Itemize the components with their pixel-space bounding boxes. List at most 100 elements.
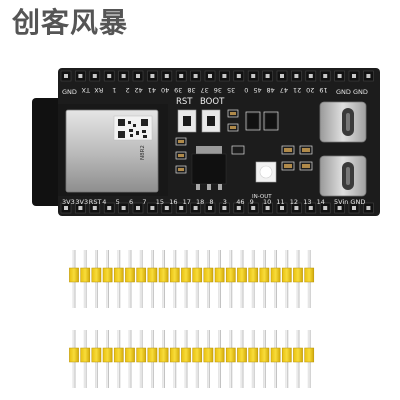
header-plastic: [102, 347, 113, 363]
top-pin-label: 37: [201, 86, 209, 94]
header-pin-tip: [193, 206, 198, 210]
label-5vin-gnd: 5Vin GND: [334, 198, 365, 206]
header-pin-tip: [337, 74, 342, 78]
header-plastic: [136, 267, 147, 283]
chip-a: [248, 114, 258, 128]
top-pin-label: 2: [125, 86, 129, 94]
header-pin-tip: [136, 74, 140, 78]
bottom-pin-label: 15: [156, 198, 164, 206]
label-gnd-top-right: GND GND: [336, 88, 368, 96]
top-pin-label: 45: [253, 86, 261, 94]
top-pin-label: 47: [280, 86, 288, 94]
header-pin-tip: [352, 206, 356, 210]
header-plastic: [91, 347, 102, 363]
top-pin-label: 0: [244, 86, 248, 94]
bottom-pin-label: 12: [290, 198, 298, 206]
rst-label: RST: [176, 97, 193, 107]
header-plastic: [192, 347, 203, 363]
header-plastic: [113, 347, 124, 363]
header-plastic: [270, 267, 281, 283]
header-pin-tip: [121, 206, 126, 210]
esp32-s3-module: N8R2: [58, 104, 168, 196]
header-pin-tip: [208, 206, 212, 210]
header-pin-tip: [121, 74, 126, 78]
header-pin-tip: [78, 206, 83, 210]
header-pin-tip: [294, 206, 299, 210]
header-plastic: [169, 267, 180, 283]
header-pin-tip: [92, 74, 97, 78]
header-plastic: [69, 267, 79, 283]
header-plastic: [158, 267, 169, 283]
header-pin-tip: [150, 74, 155, 78]
header-plastic: [158, 347, 169, 363]
top-pin-label: 48: [267, 86, 275, 94]
header-plastic: [69, 347, 79, 363]
header-pin-tip: [236, 74, 241, 78]
usb-c-port-2: [319, 155, 367, 197]
rst-button: [177, 109, 197, 133]
header-plastic: [214, 267, 225, 283]
bottom-pin-header: [60, 202, 374, 214]
header-plastic: [225, 347, 236, 363]
bottom-pin-label: 16: [169, 198, 177, 206]
header-pin-tip: [179, 74, 184, 78]
header-pin-tip: [308, 74, 313, 78]
bottom-pin-label: 4: [102, 198, 106, 206]
top-pin-label: 20: [306, 86, 314, 94]
header-pin-tip: [164, 206, 169, 210]
header-plastic: [91, 267, 102, 283]
header-plastic: [181, 267, 191, 283]
pin-header-strip-2: [69, 330, 315, 388]
top-pin-label: RX: [94, 86, 104, 94]
header-plastic: [80, 267, 91, 283]
header-plastic: [259, 347, 270, 363]
module-model-text: N8R2: [140, 145, 146, 160]
in-out-label: IN-OUT: [252, 194, 272, 200]
top-pin-label: 1: [112, 86, 116, 94]
voltage-regulator: [191, 146, 227, 190]
header-pin-tip: [107, 74, 112, 78]
header-plastic: [192, 267, 203, 283]
top-pin-label: 38: [187, 86, 195, 94]
top-pin-header: [60, 70, 374, 82]
header-pin-tip: [337, 206, 342, 210]
header-plastic: [237, 267, 247, 283]
header-plastic: [304, 347, 315, 363]
header-plastic: [147, 267, 158, 283]
header-plastic: [136, 347, 147, 363]
header-pin-tip: [265, 74, 270, 78]
bottom-pin-label: 7: [142, 198, 146, 206]
header-pin-tip: [164, 74, 169, 78]
header-plastic: [225, 267, 236, 283]
bottom-pin-label: 10: [263, 198, 271, 206]
bottom-pin-label: 3V3: [62, 198, 75, 206]
header-plastic: [304, 267, 315, 283]
header-pin-tip: [323, 206, 328, 210]
header-pin-tip: [251, 74, 256, 78]
boot-button: [201, 109, 221, 133]
header-pin-tip: [265, 206, 270, 210]
bottom-pin-label: 3: [223, 198, 227, 206]
bottom-pin-label: 5: [116, 198, 120, 206]
bottom-pin-label: 46: [236, 198, 244, 206]
top-pin-label: 41: [148, 86, 156, 94]
header-pin-tip: [323, 74, 328, 78]
top-pin-label: 42: [135, 86, 143, 94]
header-pin-tip: [64, 74, 68, 78]
header-pin-tip: [280, 74, 284, 78]
header-pin-tip: [222, 206, 227, 210]
rgb-led: [255, 161, 277, 183]
header-plastic: [270, 347, 281, 363]
header-plastic: [237, 347, 247, 363]
smd-components: [178, 112, 310, 171]
header-pin-tip: [136, 206, 140, 210]
top-pin-label: 21: [293, 86, 301, 94]
header-plastic: [181, 347, 191, 363]
chip-b: [266, 114, 276, 128]
bottom-pin-label: 3V3: [75, 198, 88, 206]
boot-label: BOOT: [200, 97, 225, 107]
header-pin-tip: [208, 74, 212, 78]
